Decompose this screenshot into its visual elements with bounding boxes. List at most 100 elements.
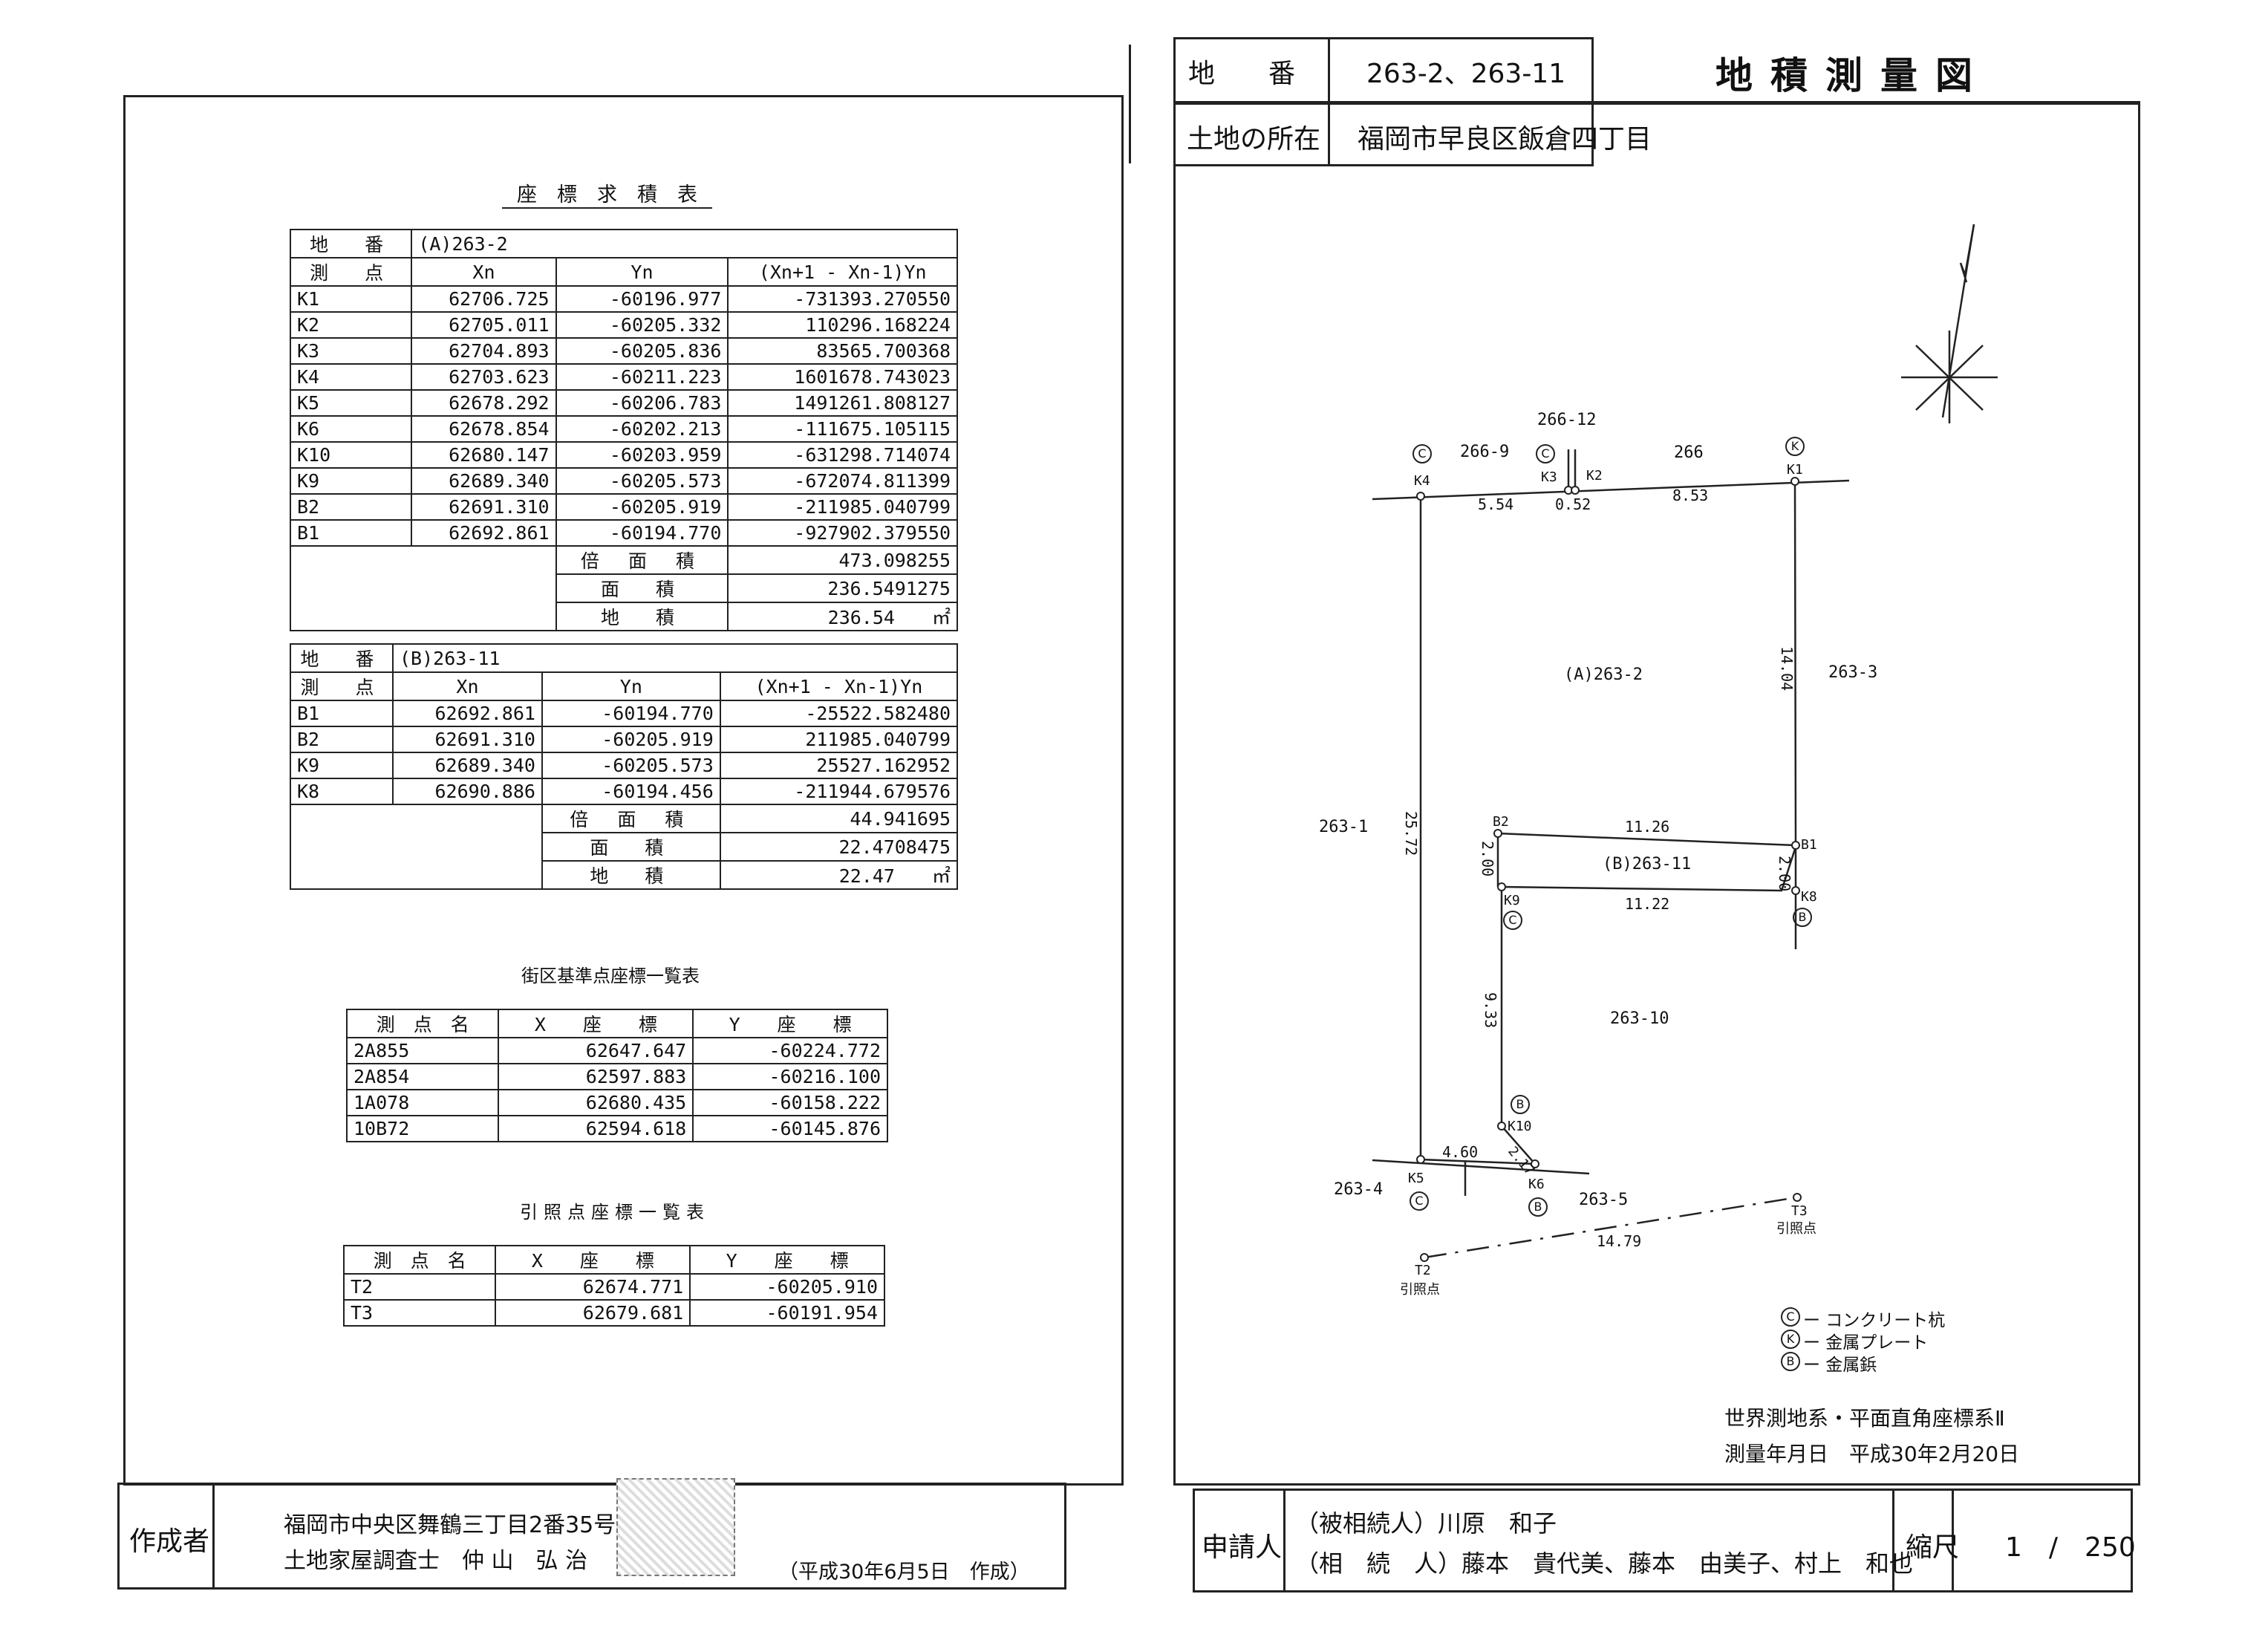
table-a-cell: -60205.573	[555, 467, 729, 495]
table-b-area-label: 面 積	[541, 832, 721, 862]
table-a-cell: K10	[289, 441, 413, 469]
dist-t2-t3: 14.79	[1597, 1232, 1641, 1250]
legend-k: ー 金属プレート	[1803, 1333, 1929, 1353]
table-b-cell: B2	[290, 726, 394, 753]
ref-table-cell: T2	[342, 1273, 497, 1301]
label-t3: T3	[1791, 1203, 1808, 1219]
table-a-cell: -731393.270550	[727, 285, 958, 313]
b1-b2-line	[1497, 832, 1796, 847]
ref-col-x: X 座 標	[495, 1245, 691, 1275]
table-a-cell: 62678.854	[411, 415, 557, 443]
ref-table-cell: T3	[342, 1299, 497, 1327]
block-table-cell: -60145.876	[692, 1115, 888, 1142]
table-a-cell: K4	[289, 363, 413, 391]
point-k2	[1571, 486, 1580, 495]
dist-b2-k9: 2.00	[1479, 841, 1496, 876]
table-a-land-area: 236.54	[827, 607, 895, 628]
footer-right-box	[1193, 1489, 2133, 1592]
point-k6	[1531, 1159, 1539, 1168]
ref-table-cell: -60191.954	[689, 1299, 885, 1327]
table-a-cell: -60205.332	[555, 311, 729, 339]
label-t3-ref: 引照点	[1776, 1221, 1816, 1237]
table-b-land-area-label: 地 積	[541, 860, 721, 890]
table-b-cell: -211944.679576	[719, 778, 959, 805]
table-a-cell: -60203.959	[555, 441, 729, 469]
header-divider	[1173, 101, 2140, 103]
table-a-cell: 1601678.743023	[727, 363, 958, 391]
point-b1	[1791, 841, 1800, 850]
parcel-266-12: 266-12	[1537, 411, 1596, 429]
table-b-col-calc: (Xn+1 - Xn-1)Yn	[719, 671, 959, 701]
table-a-cell: -60194.770	[555, 519, 729, 547]
table-a-chiban-value: (A)263-2	[411, 229, 958, 258]
table-a-col-x: Xn	[411, 257, 557, 287]
dist-k9-k8: 11.22	[1625, 895, 1669, 913]
dist-k9-k10: 9.33	[1482, 992, 1499, 1028]
block-col-y: Y 座 標	[692, 1009, 888, 1038]
block-col-x: X 座 標	[498, 1009, 694, 1038]
table-b-double-area-label: 倍 面 積	[541, 804, 721, 833]
table-b-cell: 25527.162952	[719, 752, 959, 779]
table-a-col-y: Yn	[555, 257, 729, 287]
table-a-cell: 1491261.808127	[727, 389, 958, 417]
block-table-cell: -60216.100	[692, 1063, 888, 1090]
point-b2	[1493, 829, 1502, 838]
point-k1	[1790, 477, 1799, 486]
parcel-263-2: (A)263-2	[1564, 666, 1643, 684]
header-left-tick	[1129, 45, 1131, 163]
footer-left-box	[117, 1483, 1066, 1590]
table-b-unit: ㎡	[931, 865, 951, 887]
coordinate-system: 世界測地系・平面直角座標系Ⅱ	[1724, 1406, 2005, 1431]
table-a-cell: K9	[289, 467, 413, 495]
scale-value: 1 / 250	[2005, 1532, 2136, 1563]
marker-k4-c: C	[1412, 444, 1432, 463]
point-k10	[1497, 1122, 1506, 1130]
block-table-cell: -60158.222	[692, 1089, 888, 1116]
author-label: 作成者	[129, 1526, 210, 1557]
table-a-cell: -60196.977	[555, 285, 729, 313]
table-a-cell: B1	[289, 519, 413, 547]
table-a-cell: 62706.725	[411, 285, 557, 313]
table-a-land-area-cell: 236.54 ㎡	[727, 602, 958, 631]
table-a-chiban-label: 地 番	[289, 229, 413, 258]
applicant-1: （被相続人）川原 和子	[1295, 1509, 1557, 1538]
table-a-cell: 62704.893	[411, 337, 557, 365]
ref-table-cell: 62679.681	[495, 1299, 691, 1327]
table-a-cell: K6	[289, 415, 413, 443]
marker-k8-b: B	[1793, 908, 1812, 927]
applicant-label: 申請人	[1202, 1532, 1283, 1563]
table-a-cell: 62691.310	[411, 493, 557, 521]
block-table-cell: 1A078	[345, 1089, 500, 1116]
legend-k-icon: K	[1781, 1330, 1800, 1349]
parcel-263-4: 263-4	[1334, 1180, 1383, 1199]
table-a-cell: 110296.168224	[727, 311, 958, 339]
table-a: 地 番 (A)263-2 測 点 Xn Yn (Xn+1 - Xn-1)Yn K…	[289, 229, 958, 631]
author-address: 福岡市中央区舞鶴三丁目2番35号	[284, 1512, 616, 1538]
ref-col-name: 測 点 名	[342, 1245, 497, 1275]
parcel-263-11: (B)263-11	[1603, 855, 1691, 873]
compass-rose-icon	[1901, 331, 1998, 423]
location-value: 福岡市早良区飯倉四丁目	[1358, 124, 1652, 154]
block-table-cell: 10B72	[345, 1115, 500, 1142]
table-b-cell: 211985.040799	[719, 726, 959, 753]
marker-k5-c: C	[1410, 1191, 1429, 1211]
table-a-cell: -60205.836	[555, 337, 729, 365]
table-a-col-point: 測 点	[289, 257, 413, 287]
table-b-cell: B1	[290, 700, 394, 727]
table-b-col-y: Yn	[541, 671, 721, 701]
ref-table-cell: 62674.771	[495, 1273, 691, 1301]
table-b-cell: K8	[290, 778, 394, 805]
table-b-col-x: Xn	[392, 671, 543, 701]
block-table-cell: 62594.618	[498, 1115, 694, 1142]
